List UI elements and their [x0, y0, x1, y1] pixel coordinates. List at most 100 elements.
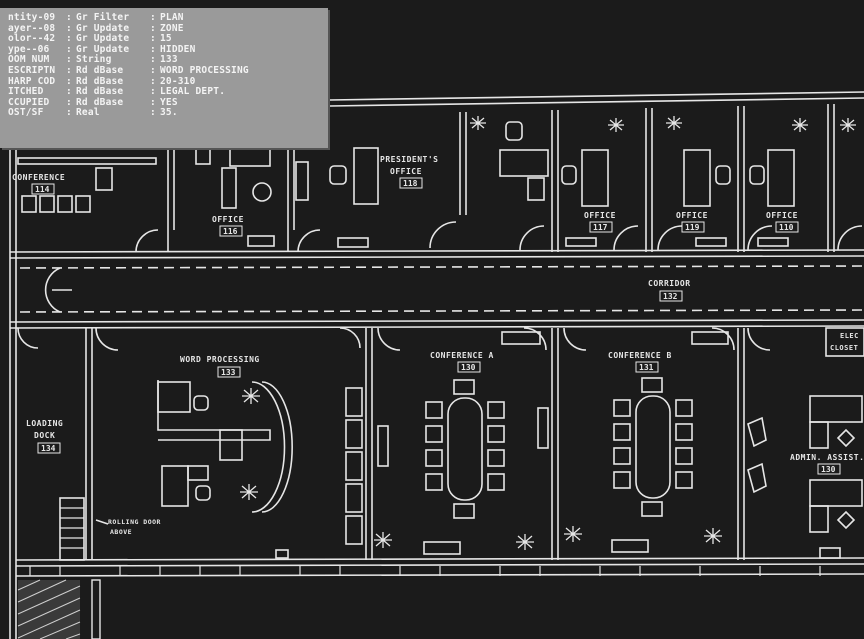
note-rolling-door: ROLLING DOOR: [108, 518, 161, 526]
plant-icon: [470, 116, 486, 130]
attribute-value: LEGAL DEPT.: [160, 86, 226, 98]
plant-icon: [792, 118, 808, 132]
room-number-132: 132: [663, 292, 678, 301]
attribute-value: YES: [160, 96, 178, 108]
attribute-separator: :: [66, 107, 72, 119]
attribute-separator: :: [66, 43, 72, 55]
room-number-118: 118: [403, 179, 418, 188]
attribute-row[interactable]: OOM NUM:String:133: [8, 55, 328, 66]
attribute-separator: :: [66, 64, 72, 76]
room-label-office-117: OFFICE: [584, 211, 616, 220]
note-above: ABOVE: [110, 528, 132, 536]
attribute-row[interactable]: HARP COD:Rd dBase:20-310: [8, 75, 328, 88]
plant-icon: [374, 532, 392, 548]
attribute-kind: Gr Update: [76, 43, 130, 55]
attribute-value: 35.: [160, 107, 178, 119]
attribute-separator: :: [150, 64, 156, 76]
room-label-conference-a: CONFERENCE A: [430, 351, 494, 360]
room-number-116: 116: [223, 227, 238, 236]
room-label-office-110: OFFICE: [766, 211, 798, 220]
attribute-kind: Gr Update: [76, 33, 130, 45]
exterior-wall-top-inner: [329, 97, 864, 107]
room-number-119: 119: [685, 223, 700, 232]
attribute-row[interactable]: ype--06: Gr Update: HIDDEN: [8, 43, 328, 56]
plant-icon: [242, 388, 260, 404]
attribute-separator: :: [66, 33, 72, 45]
floor-plan-linework: [9, 91, 864, 639]
hatched-area: [17, 579, 101, 639]
attribute-list: ntity-09: Gr Filter: PLAN ayer--08: Gr Updat…: [8, 12, 328, 119]
attribute-value: 133: [160, 54, 178, 66]
attribute-kind: Rd dBase: [76, 64, 124, 76]
conference-a-table: [447, 397, 483, 501]
room-label-conference-b: CONFERENCE B: [608, 351, 672, 360]
attribute-name: ype--06: [8, 43, 50, 55]
attribute-name: ntity-09: [8, 12, 56, 23]
attribute-name: CCUPIED: [8, 96, 50, 108]
plant-icon: [666, 116, 682, 130]
room-number-114: 114: [35, 185, 50, 194]
plant-icon: [240, 484, 258, 500]
attribute-separator: :: [66, 22, 72, 34]
attribute-row[interactable]: olor--42:Gr Update:15: [8, 34, 328, 45]
corridor-double-door: [44, 267, 61, 313]
loading-dock-stair: [59, 497, 85, 561]
elec-closet: [825, 327, 864, 357]
room-label-closet: CLOSET: [830, 344, 858, 352]
attribute-name: OOM NUM: [8, 54, 50, 66]
attribute-value: ZONE: [160, 22, 184, 34]
attribute-row[interactable]: OST/SF:Real:35.: [8, 108, 328, 119]
attribute-kind: Gr Update: [76, 22, 130, 34]
attribute-separator: :: [150, 107, 156, 119]
room-label-conference: CONFERENCE: [12, 173, 65, 182]
attribute-separator: :: [150, 43, 156, 55]
attribute-name: ayer--08: [8, 22, 56, 34]
attribute-kind: Real: [76, 107, 100, 119]
corridor-hidden-line: [19, 265, 864, 269]
plant-icon: [516, 534, 534, 550]
room-number-110: 110: [779, 223, 794, 232]
room-label-admin-assist: ADMIN. ASSIST.: [790, 453, 864, 462]
attribute-separator: :: [150, 86, 156, 98]
attribute-row[interactable]: ESCRIPTN: Rd dBase: WORD PROCESSING: [8, 64, 328, 77]
exterior-wall-top: [329, 91, 864, 101]
attribute-separator: :: [150, 12, 156, 23]
attribute-value: WORD PROCESSING: [160, 64, 249, 76]
room-labels: CONFERENCE 114 OFFICE 116 PRESIDENT'S OF…: [12, 155, 864, 536]
corridor-wall-top: [9, 249, 864, 253]
room-label-dock: DOCK: [34, 431, 55, 440]
room-label-presidents-office: OFFICE: [390, 167, 422, 176]
attribute-name: HARP COD: [8, 75, 56, 87]
room-number-133: 133: [221, 368, 236, 377]
attribute-name: ESCRIPTN: [8, 64, 56, 76]
plant-icon: [608, 118, 624, 132]
room-number-130: 130: [461, 363, 476, 372]
room-label-elec: ELEC: [840, 332, 859, 340]
attribute-row[interactable]: ntity-09: Gr Filter: PLAN: [8, 12, 328, 24]
attribute-row[interactable]: CCUPIED:Rd dBase:YES: [8, 96, 328, 109]
conference-b-table: [635, 395, 671, 499]
plant-icons: [240, 116, 856, 550]
attribute-separator: :: [66, 86, 72, 98]
attribute-row[interactable]: ayer--08:Gr Update:ZONE: [8, 22, 328, 35]
attribute-panel[interactable]: ntity-09: Gr Filter: PLAN ayer--08: Gr Updat…: [0, 8, 328, 148]
attribute-value: HIDDEN: [160, 43, 196, 55]
attribute-separator: :: [150, 33, 156, 45]
attribute-value: PLAN: [160, 12, 184, 23]
room-number-admin: 130: [821, 465, 836, 474]
attribute-separator: :: [150, 96, 156, 108]
attribute-kind: Gr Filter: [76, 12, 130, 23]
attribute-kind: Rd dBase: [76, 75, 124, 87]
attribute-row[interactable]: ITCHED:Rd dBase:LEGAL DEPT.: [8, 87, 328, 98]
room-number-134: 134: [41, 444, 56, 453]
exterior-wall-bottom: [15, 557, 864, 561]
attribute-separator: :: [66, 96, 72, 108]
attribute-separator: :: [150, 54, 156, 66]
room-label-office-119: OFFICE: [676, 211, 708, 220]
corridor-wall-bottom: [9, 319, 864, 323]
plant-icon: [840, 118, 856, 132]
plant-icon: [704, 528, 722, 544]
room-label-presidents: PRESIDENT'S: [380, 155, 438, 164]
attribute-value: 15: [160, 33, 172, 45]
attribute-separator: :: [66, 12, 72, 23]
